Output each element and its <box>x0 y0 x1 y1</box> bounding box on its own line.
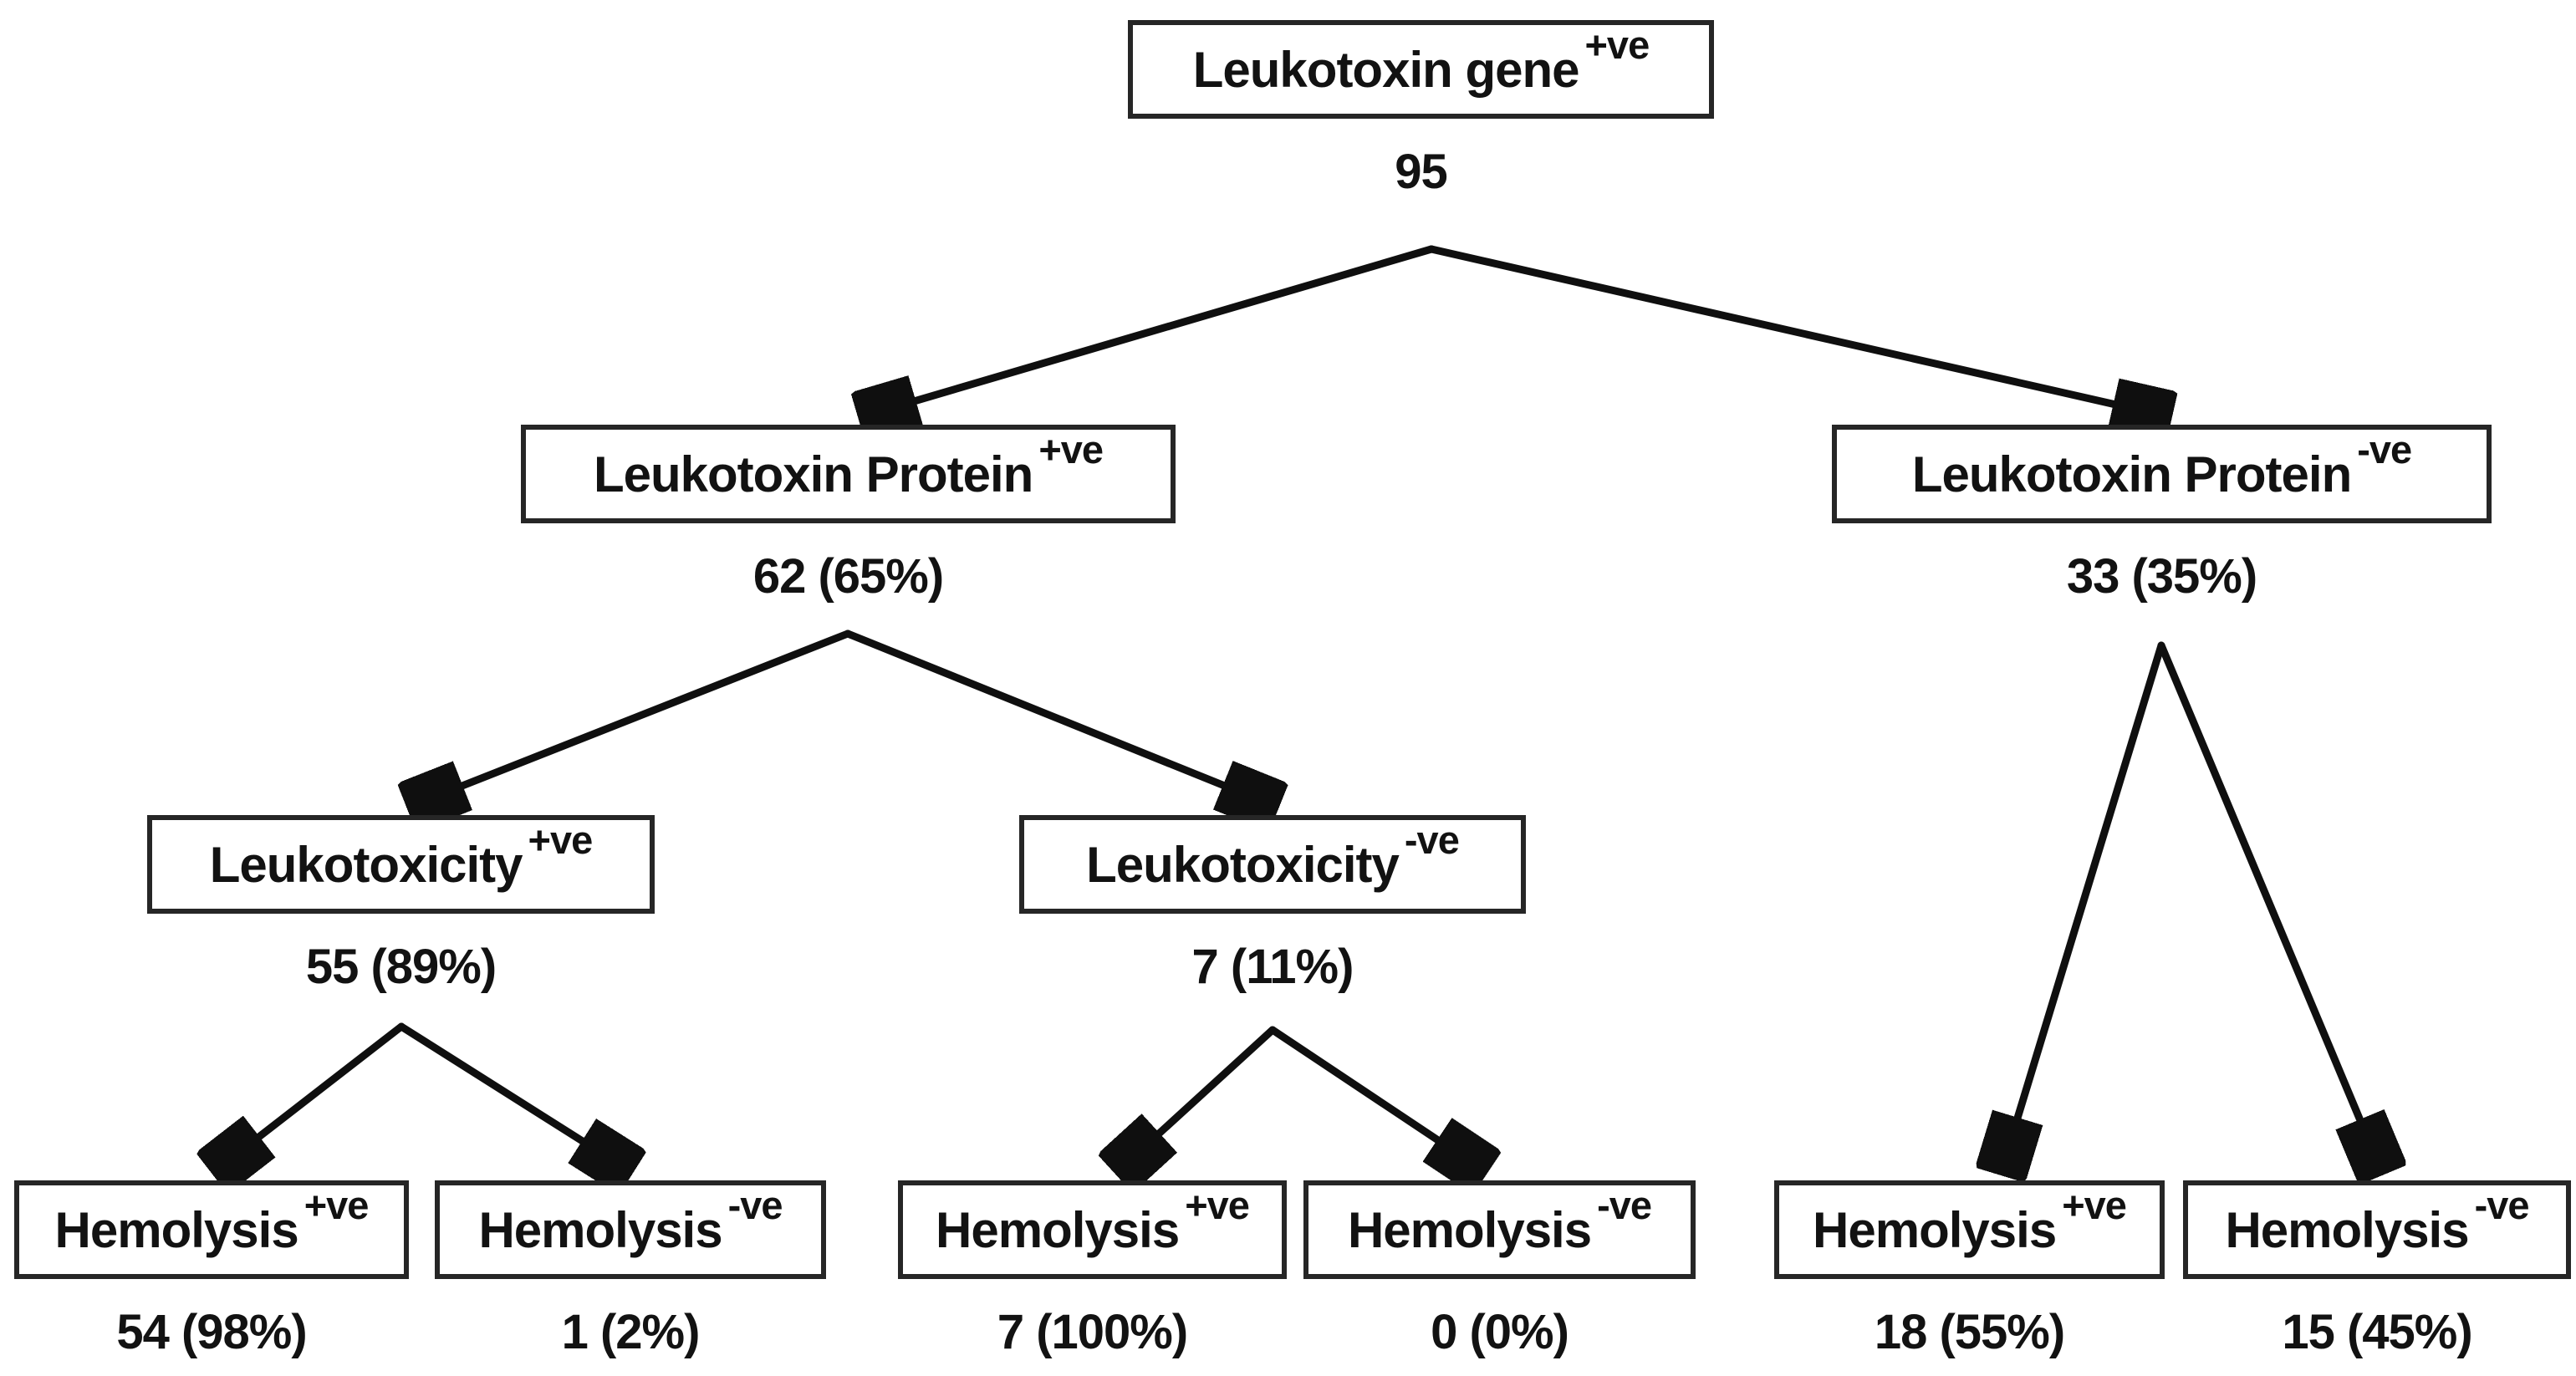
node-leukotoxin-protein-negative: Leukotoxin Protein-ve 33 (35%) <box>1832 425 2492 604</box>
node-hemolysis-label: Hemolysis <box>54 1201 299 1258</box>
node-leukotoxin-gene-positive-label: Leukotoxin gene <box>1192 41 1580 98</box>
node-leukotoxicity-positive-label: Leukotoxicity <box>209 836 523 893</box>
arrow-root-to-protein-neg <box>1427 245 2167 416</box>
node-hemolysis-count: 15 (45%) <box>2282 1305 2472 1359</box>
node-leukotoxin-gene-positive-count: 95 <box>1395 145 1448 199</box>
node-hemolysis-positive-under-protein-negative: Hemolysis+ve 18 (55%) <box>1774 1180 2165 1360</box>
node-hemolysis-label: Hemolysis <box>1347 1201 1592 1258</box>
node-hemolysis-sup: +ve <box>304 1182 370 1227</box>
node-leukotoxicity-positive-box: Leukotoxicity+ve <box>147 815 655 914</box>
arrow-protein-neg-to-hemolysis-pos <box>2002 641 2165 1170</box>
arrow-tox-pos-to-hemolysis-pos <box>216 1022 406 1170</box>
node-hemolysis-box: Hemolysis-ve <box>1303 1180 1696 1279</box>
node-leukotoxin-protein-positive-count: 62 (65%) <box>752 549 944 604</box>
node-hemolysis-count: 1 (2%) <box>561 1305 701 1359</box>
node-hemolysis-sup: +ve <box>1185 1182 1250 1227</box>
node-leukotoxin-protein-negative-label: Leukotoxin Protein <box>1911 446 2352 502</box>
node-hemolysis-box: Hemolysis+ve <box>14 1180 409 1279</box>
node-leukotoxicity-negative-box: Leukotoxicity-ve <box>1019 815 1526 914</box>
node-hemolysis-count: 18 (55%) <box>1874 1305 2065 1359</box>
node-leukotoxin-protein-negative-box: Leukotoxin Protein-ve <box>1832 425 2492 523</box>
node-leukotoxin-protein-positive-box: Leukotoxin Protein+ve <box>521 425 1176 523</box>
node-leukotoxicity-positive-sup: +ve <box>528 817 594 862</box>
node-hemolysis-count: 54 (98%) <box>116 1305 307 1359</box>
arrow-tox-pos-to-hemolysis-neg <box>397 1022 629 1170</box>
node-hemolysis-positive-under-toxicity-positive: Hemolysis+ve 54 (98%) <box>14 1180 409 1360</box>
node-hemolysis-label: Hemolysis <box>936 1201 1180 1258</box>
node-hemolysis-count: 7 (100%) <box>997 1305 1188 1359</box>
node-hemolysis-count: 0 (0%) <box>1431 1305 1569 1359</box>
node-leukotoxin-protein-negative-count: 33 (35%) <box>2066 549 2257 604</box>
node-hemolysis-negative-under-toxicity-negative: Hemolysis-ve 0 (0%) <box>1303 1180 1696 1360</box>
node-hemolysis-box: Hemolysis-ve <box>435 1180 826 1279</box>
node-hemolysis-sup: -ve <box>727 1182 783 1227</box>
node-leukotoxicity-positive-count: 55 (89%) <box>305 940 497 994</box>
node-leukotoxin-protein-positive-label: Leukotoxin Protein <box>593 446 1033 502</box>
node-leukotoxin-gene-positive-sup: +ve <box>1584 22 1650 67</box>
node-hemolysis-negative-under-toxicity-positive: Hemolysis-ve 1 (2%) <box>435 1180 826 1360</box>
arrow-root-to-protein-pos <box>863 245 1436 416</box>
node-hemolysis-sup: -ve <box>1597 1182 1652 1227</box>
node-hemolysis-sup: -ve <box>2474 1182 2530 1227</box>
arrow-protein-pos-to-tox-neg <box>844 629 1274 806</box>
arrow-protein-pos-to-tox-pos <box>411 629 852 806</box>
node-leukotoxicity-negative-sup: -ve <box>1404 817 1460 862</box>
node-leukotoxicity-negative-label: Leukotoxicity <box>1086 836 1400 893</box>
arrow-tox-neg-to-hemolysis-neg <box>1268 1026 1483 1170</box>
node-hemolysis-positive-under-toxicity-negative: Hemolysis+ve 7 (100%) <box>898 1180 1287 1360</box>
node-hemolysis-label: Hemolysis <box>2225 1201 2469 1258</box>
node-hemolysis-label: Hemolysis <box>1813 1201 2057 1258</box>
node-leukotoxin-gene-positive: Leukotoxin gene+ve 95 <box>1128 20 1714 200</box>
node-leukotoxin-gene-positive-box: Leukotoxin gene+ve <box>1128 20 1714 119</box>
node-hemolysis-box: Hemolysis+ve <box>898 1180 1287 1279</box>
node-leukotoxin-protein-positive-sup: +ve <box>1038 426 1104 471</box>
node-leukotoxin-protein-negative-sup: -ve <box>2357 426 2412 471</box>
arrow-tox-neg-to-hemolysis-pos <box>1119 1026 1277 1170</box>
node-leukotoxicity-negative-count: 7 (11%) <box>1191 940 1354 994</box>
node-hemolysis-box: Hemolysis+ve <box>1774 1180 2165 1279</box>
node-hemolysis-label: Hemolysis <box>478 1201 722 1258</box>
node-leukotoxicity-positive: Leukotoxicity+ve 55 (89%) <box>147 815 655 995</box>
node-hemolysis-sup: +ve <box>2062 1182 2127 1227</box>
node-leukotoxicity-negative: Leukotoxicity-ve 7 (11%) <box>1019 815 1526 995</box>
arrow-protein-neg-to-hemolysis-neg <box>2157 641 2381 1170</box>
node-hemolysis-negative-under-protein-negative: Hemolysis-ve 15 (45%) <box>2183 1180 2571 1360</box>
node-leukotoxin-protein-positive: Leukotoxin Protein+ve 62 (65%) <box>521 425 1176 604</box>
node-hemolysis-box: Hemolysis-ve <box>2183 1180 2571 1279</box>
